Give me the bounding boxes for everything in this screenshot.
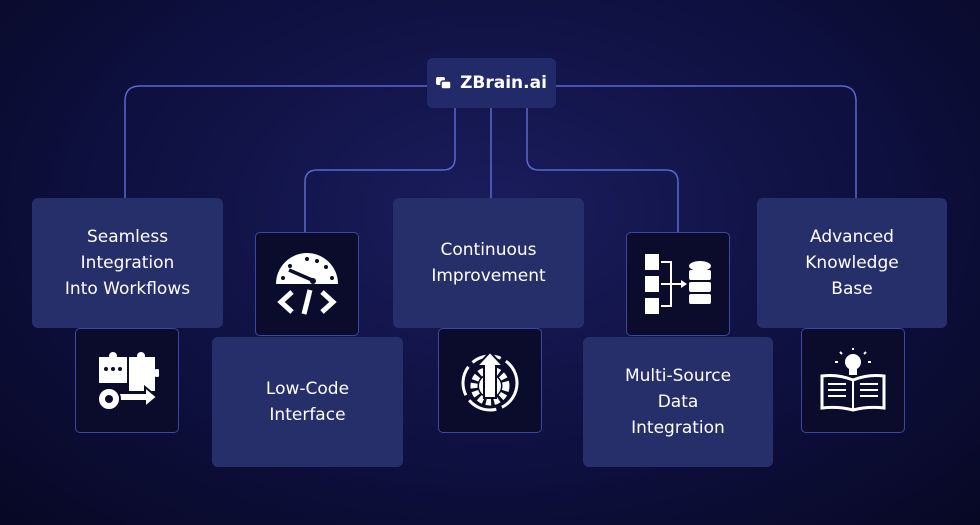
feature-icon-box bbox=[626, 232, 730, 336]
feature-card-multi-source: Multi-Source Data Integration bbox=[583, 337, 773, 467]
feature-card-continuous-improvement: Continuous Improvement bbox=[393, 198, 584, 328]
feature-label: Advanced Knowledge Base bbox=[805, 227, 899, 299]
feature-label: Multi-Source Data Integration bbox=[624, 366, 732, 438]
documents-database-icon bbox=[645, 254, 711, 314]
book-lightbulb-icon bbox=[820, 347, 886, 412]
feature-label: Low-Code Interface bbox=[265, 379, 350, 425]
feature-label: Continuous Improvement bbox=[431, 240, 546, 286]
feature-icon-box bbox=[255, 232, 359, 336]
feature-card-seamless-integration: Seamless Integration Into Workflows bbox=[32, 198, 223, 328]
puzzle-gear-arrow-icon bbox=[97, 351, 159, 411]
gauge-code-icon bbox=[276, 253, 338, 315]
feature-label: Seamless Integration Into Workflows bbox=[64, 227, 191, 299]
feature-icon-box bbox=[75, 328, 179, 433]
zbrain-logo: ZBrain.ai bbox=[427, 58, 556, 108]
logo-text: ZBrain.ai bbox=[460, 73, 547, 93]
feature-card-low-code: Low-Code Interface bbox=[212, 337, 403, 467]
feature-icon-box bbox=[438, 328, 542, 433]
gear-cycle-arrow-icon bbox=[461, 350, 519, 411]
chat-bubbles-icon bbox=[436, 77, 452, 90]
feature-card-knowledge-base: Advanced Knowledge Base bbox=[757, 198, 947, 328]
feature-icon-box bbox=[801, 328, 905, 433]
